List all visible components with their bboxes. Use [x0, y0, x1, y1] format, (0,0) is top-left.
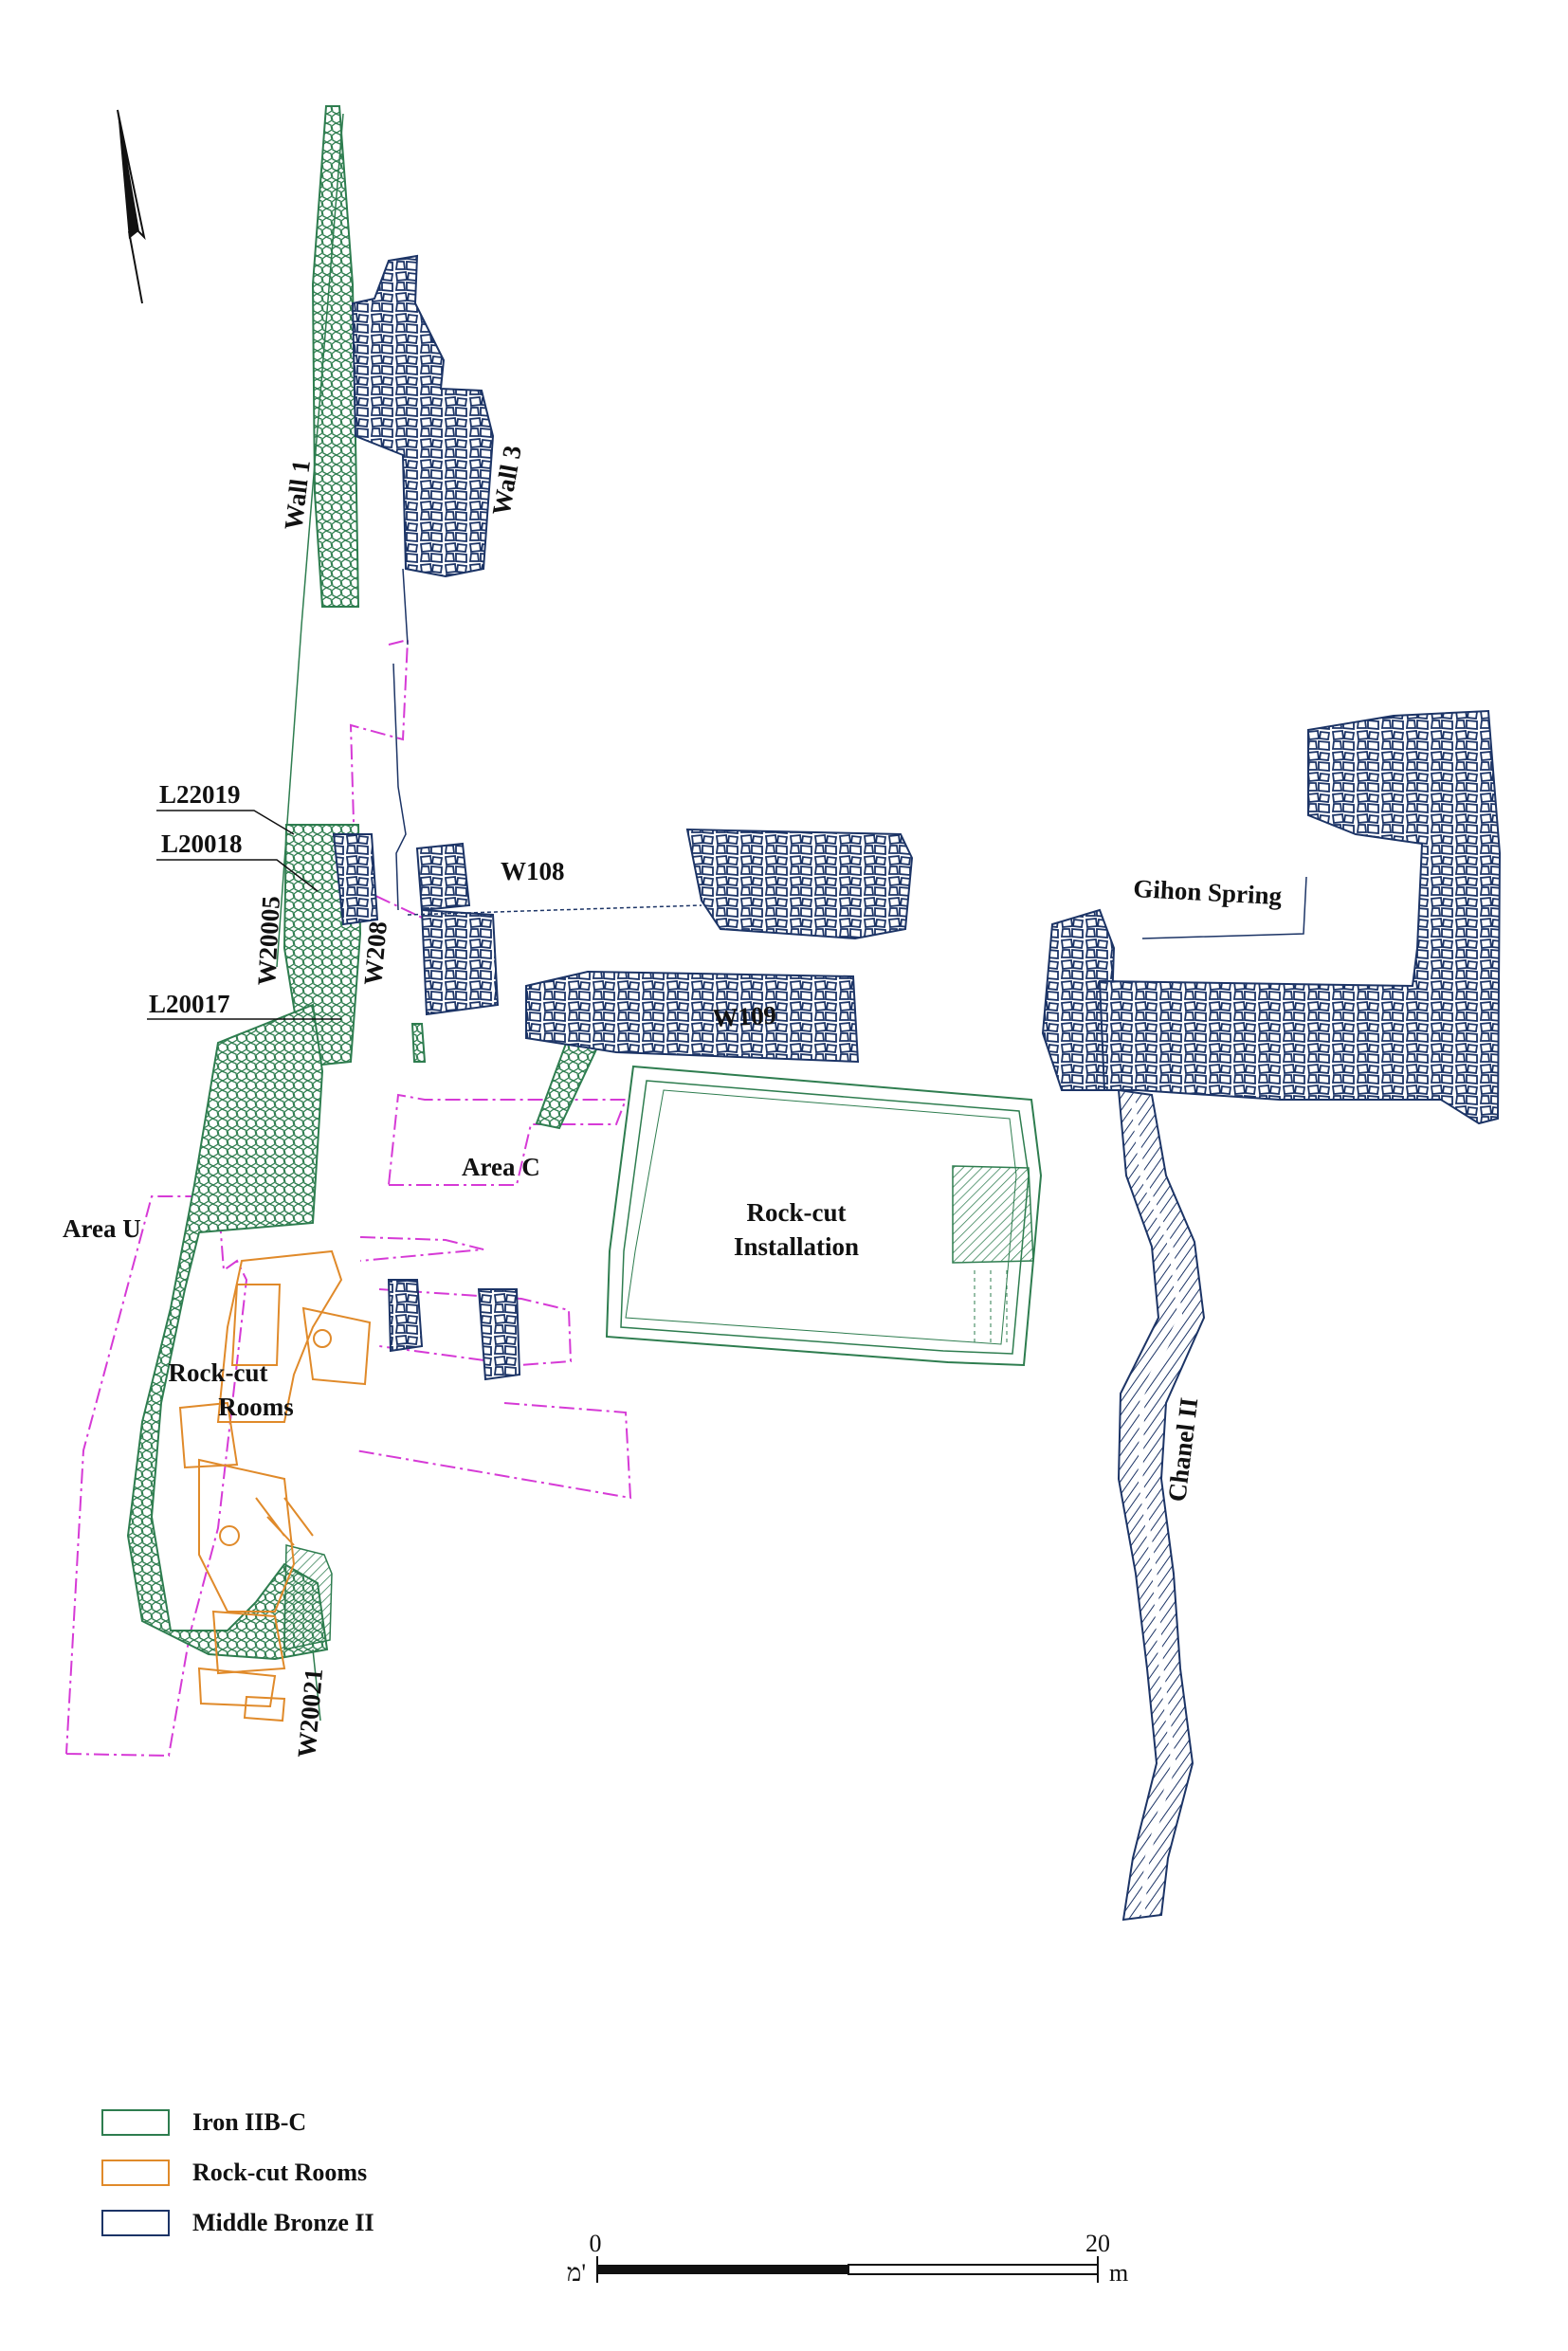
- legend: Iron IIB-C Rock-cut Rooms Middle Bronze …: [101, 2108, 374, 2236]
- north-arrow-icon: [117, 109, 146, 304]
- legend-swatch-rock-cut: [101, 2160, 170, 2186]
- label-area-c: Area C: [462, 1153, 540, 1181]
- label-w109: W109: [712, 1001, 777, 1032]
- label-rock-cut-installation-1: Rock-cut: [747, 1198, 847, 1227]
- scale-unit-alt: מ': [567, 2259, 586, 2287]
- label-rock-cut-installation-2: Installation: [734, 1232, 859, 1261]
- label-l20017: L20017: [149, 990, 230, 1018]
- label-w20021: W20021: [292, 1668, 328, 1759]
- legend-label-rock-cut: Rock-cut Rooms: [192, 2159, 367, 2186]
- label-rock-cut-rooms-1: Rock-cut: [169, 1358, 268, 1387]
- legend-swatch-iron: [101, 2109, 170, 2136]
- label-gihon-spring: Gihon Spring: [1133, 874, 1284, 910]
- label-w108: W108: [501, 857, 565, 885]
- rock-cut-installation: [605, 1065, 1043, 1367]
- legend-label-iron: Iron IIB-C: [192, 2108, 306, 2136]
- scale-bar: 0 20 מ' m: [567, 2230, 1128, 2287]
- label-wall-3: Wall 3: [486, 444, 526, 518]
- label-area-u: Area U: [63, 1214, 141, 1243]
- label-chanel-ii: Chanel II: [1162, 1396, 1203, 1504]
- label-rock-cut-rooms-2: Rooms: [218, 1393, 294, 1421]
- scale-start: 0: [590, 2230, 602, 2257]
- label-l20018: L20018: [161, 829, 243, 858]
- middle-bronze-ii-features: [332, 254, 1502, 1381]
- legend-swatch-bronze: [101, 2210, 170, 2236]
- legend-label-bronze: Middle Bronze II: [192, 2209, 374, 2236]
- label-l22019: L22019: [159, 780, 241, 809]
- label-w20005: W20005: [252, 895, 285, 986]
- label-w208: W208: [358, 920, 392, 987]
- rock-cut-rooms-features: [178, 1249, 372, 1722]
- area-u-outline: [65, 1195, 248, 1758]
- channel-ii-feature: [1117, 1088, 1206, 1922]
- leader-lines: [147, 810, 341, 1020]
- scale-unit: m: [1109, 2259, 1128, 2287]
- scale-end: 20: [1085, 2230, 1110, 2257]
